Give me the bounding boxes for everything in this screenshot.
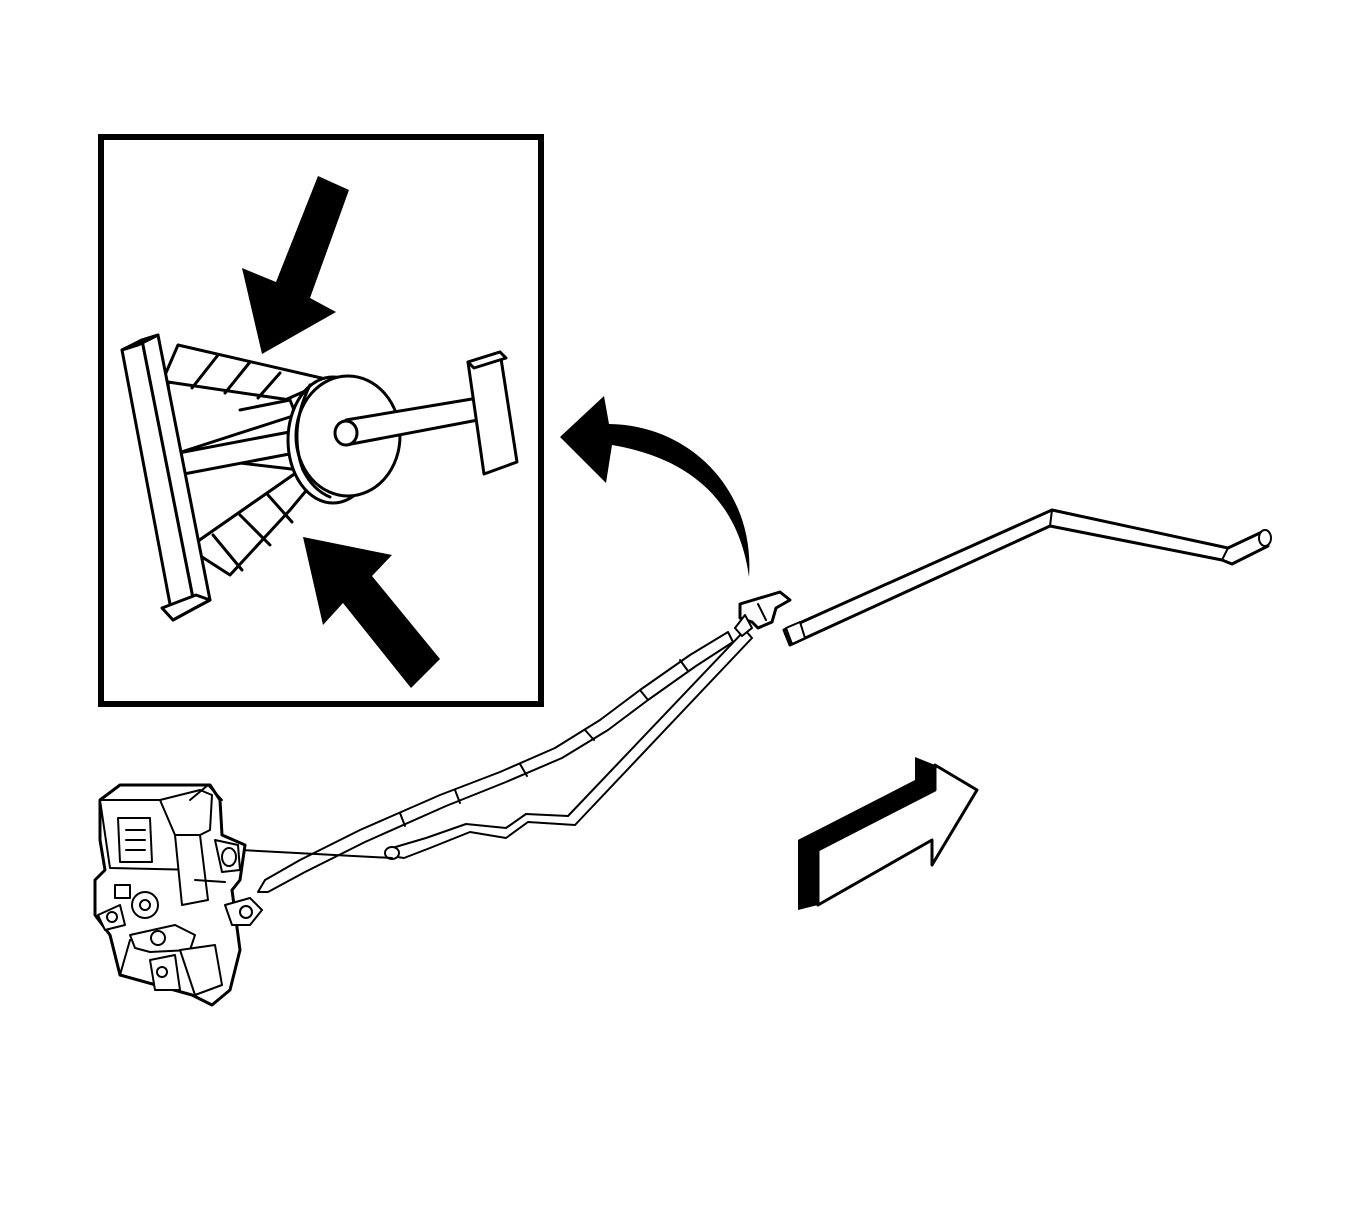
curved-callout-arrow xyxy=(560,396,750,577)
inset-rod-right xyxy=(333,396,480,447)
inset-detail-view xyxy=(98,134,544,707)
lock-rod xyxy=(384,508,1272,860)
inset-end-block-left xyxy=(120,333,212,622)
release-cable xyxy=(239,631,734,893)
inset-arrow-down xyxy=(242,176,349,354)
rod-clip xyxy=(734,590,792,637)
direction-arrow xyxy=(798,757,979,910)
door-latch-assembly xyxy=(93,783,263,1007)
inset-arrow-up xyxy=(303,537,440,688)
inset-end-block-right xyxy=(466,350,519,476)
